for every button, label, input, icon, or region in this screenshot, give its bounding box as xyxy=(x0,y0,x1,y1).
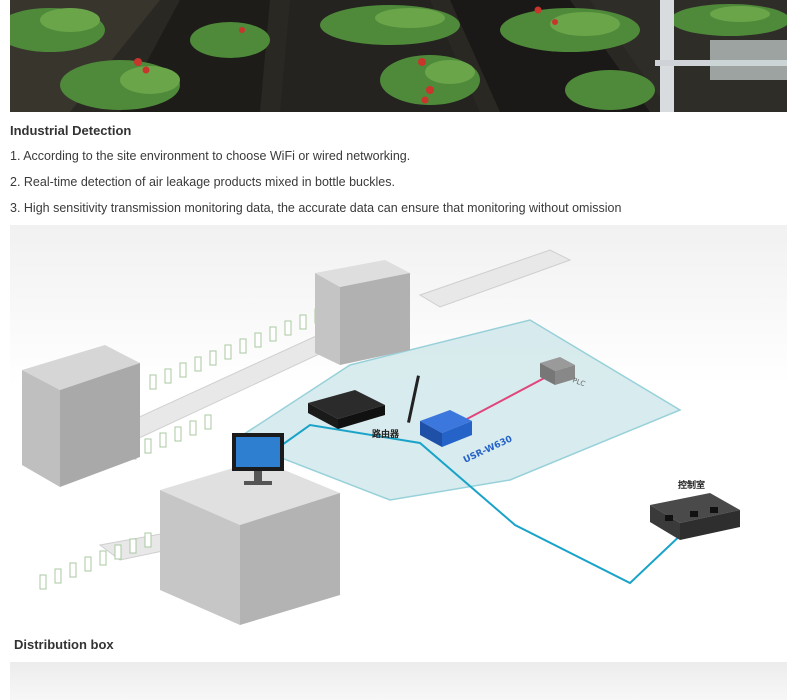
control-room-label: 控制室 xyxy=(678,479,705,491)
router-icon xyxy=(308,390,385,429)
inspection-machine-top xyxy=(315,260,410,365)
inspection-machine-left xyxy=(22,345,140,487)
network-cable xyxy=(264,423,687,585)
section-title-distribution-box: Distribution box xyxy=(14,637,114,652)
control-room-icon xyxy=(650,493,740,540)
inspection-machine-bottom xyxy=(160,460,340,625)
list-item: 3. High sensitivity transmission monitor… xyxy=(10,201,622,215)
list-item: 1. According to the site environment to … xyxy=(10,149,411,163)
list-item: 2. Real-time detection of air leakage pr… xyxy=(10,175,395,189)
distribution-box-image xyxy=(10,662,787,700)
strawberry-greenhouse-photo xyxy=(10,0,787,112)
router-label: 路由器 xyxy=(372,428,400,440)
serial-cable xyxy=(464,374,551,421)
usr-w630-device-icon xyxy=(407,375,472,447)
network-diagram: 路由器 USR-W630 PLC 控制室 xyxy=(10,225,787,627)
plc-icon xyxy=(540,357,575,385)
computer-monitor-icon xyxy=(232,433,284,485)
section-title-industrial-detection: Industrial Detection xyxy=(10,123,132,138)
